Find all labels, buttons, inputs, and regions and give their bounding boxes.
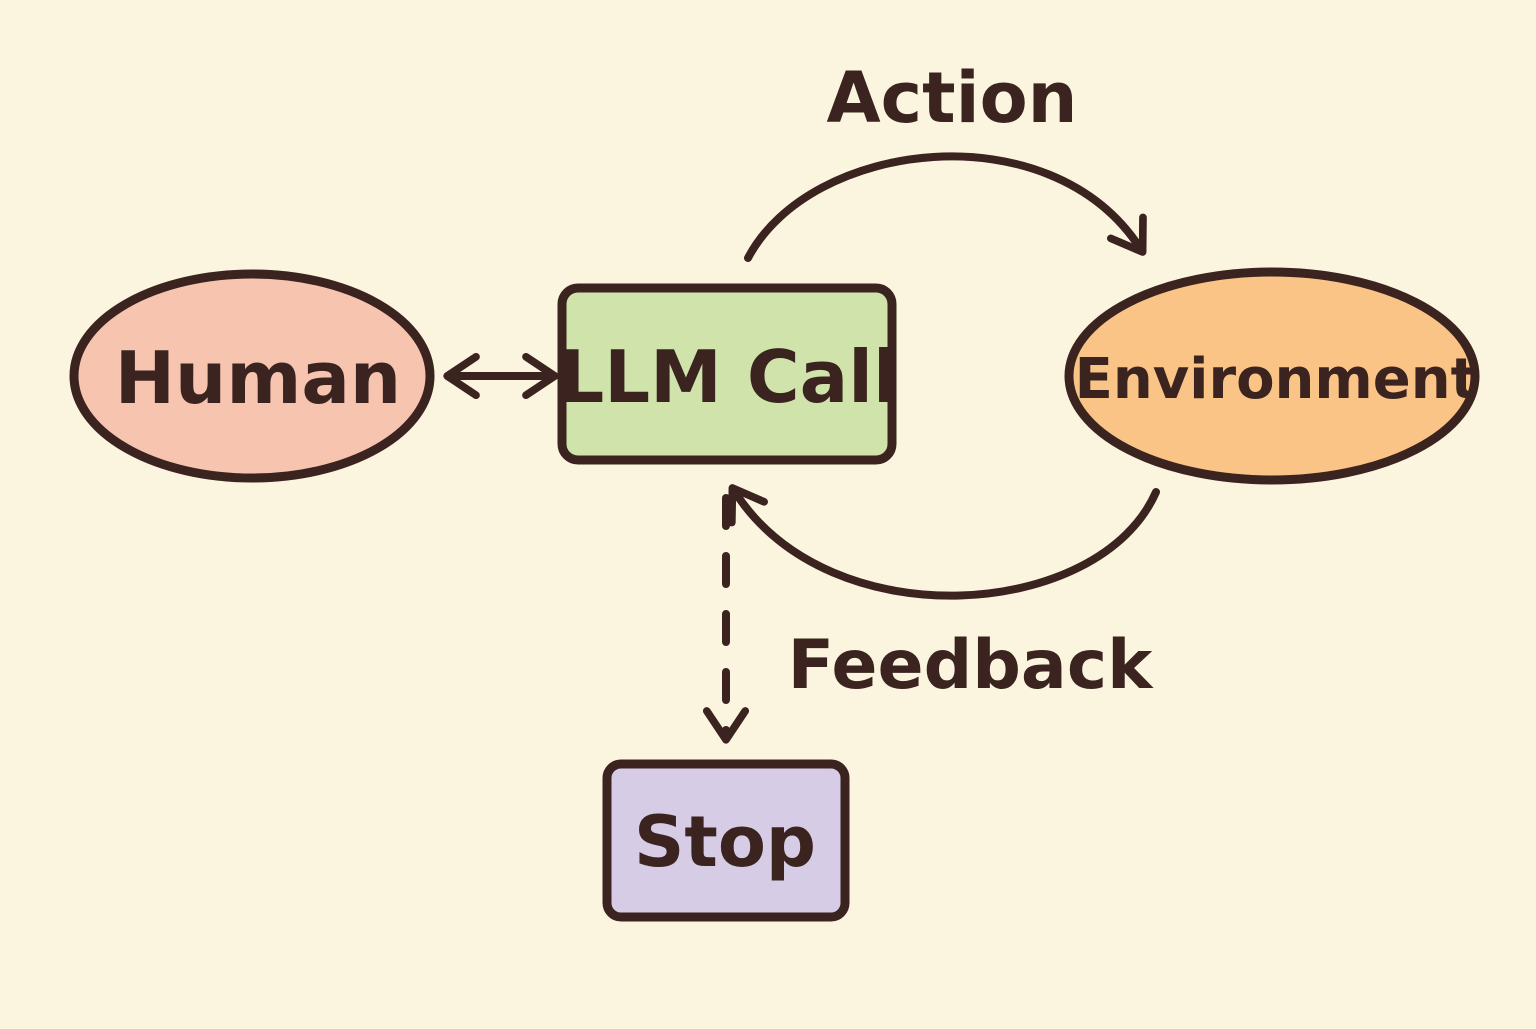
llm-call-box <box>557 283 897 465</box>
stop-label: Stop <box>634 801 816 883</box>
feedback-arrow <box>728 484 1160 600</box>
action-label: Action <box>826 57 1077 139</box>
stop-box <box>602 759 850 922</box>
stop-node: Stop <box>602 759 850 922</box>
human-ellipse <box>69 269 435 483</box>
llm-call-node: LLM Call <box>557 283 898 465</box>
action-arrow <box>744 152 1147 262</box>
environment-node: Environment <box>1064 267 1480 485</box>
feedback-label: Feedback <box>788 626 1154 705</box>
environment-ellipse <box>1064 267 1480 485</box>
environment-label: Environment <box>1075 347 1478 412</box>
human-label: Human <box>115 336 401 420</box>
human-node: Human <box>69 269 435 483</box>
llm-call-label: LLM Call <box>558 335 897 419</box>
